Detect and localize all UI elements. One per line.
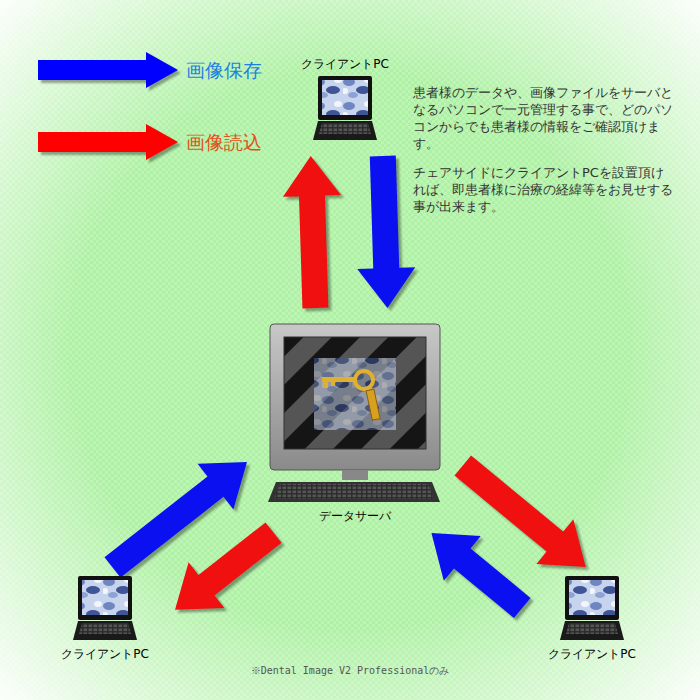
data-flow-arrow: [431, 533, 530, 618]
server-illustration: [262, 322, 448, 504]
laptop-lid: [318, 76, 372, 120]
server-node: データサーバ: [258, 322, 452, 524]
keyboard: [268, 482, 440, 502]
legend-label: 画像読込: [186, 130, 262, 154]
laptop-keyboard: [79, 623, 131, 634]
screen-image: [314, 358, 396, 430]
laptop-screen: [569, 580, 615, 615]
client-node: クライアントPC: [533, 576, 651, 662]
data-flow-arrow: [455, 455, 586, 567]
laptop-lid: [565, 576, 619, 620]
laptop-keyboard: [566, 623, 618, 634]
laptop-keyboard: [319, 123, 371, 134]
client-node: クライアントPC: [286, 56, 404, 142]
node-label: クライアントPC: [533, 646, 651, 662]
laptop-base: [560, 621, 624, 640]
keyboard-keys: [274, 484, 434, 499]
laptop-illustration: [73, 576, 137, 642]
description-note: チェアサイドにクライアントPCを設置頂ければ、即患者様に治療の経緯等をお見せする…: [413, 164, 675, 215]
monitor-stand: [342, 470, 368, 480]
node-label: データサーバ: [258, 508, 452, 524]
laptop-illustration: [313, 76, 377, 142]
data-flow-arrow: [175, 522, 282, 609]
data-flow-arrow: [283, 156, 341, 308]
node-label: クライアントPC: [286, 56, 404, 72]
legend-label: 画像保存: [186, 58, 262, 82]
legend-arrow-swatch: [36, 124, 184, 164]
laptop-screen: [82, 580, 128, 615]
key-icon: [322, 371, 380, 420]
legend-item: 画像保存: [36, 52, 296, 92]
monitor-bezel: [270, 324, 440, 470]
laptop-screen: [322, 80, 368, 115]
description-note: 患者様のデータや、画像ファイルをサーバとなるパソコンで一元管理する事で、どのパソ…: [413, 84, 675, 152]
laptop-base: [73, 621, 137, 640]
node-label: クライアントPC: [46, 646, 164, 662]
laptop-lid: [78, 576, 132, 620]
client-node: クライアントPC: [46, 576, 164, 662]
data-flow-arrow: [357, 156, 415, 308]
footnote: ※Dental Image V2 Professionalのみ: [251, 664, 450, 678]
laptop-illustration: [560, 576, 624, 642]
laptop-base: [313, 121, 377, 140]
legend-arrow-swatch: [36, 52, 184, 92]
monitor-screen: [284, 337, 426, 449]
legend-item: 画像読込: [36, 124, 296, 164]
